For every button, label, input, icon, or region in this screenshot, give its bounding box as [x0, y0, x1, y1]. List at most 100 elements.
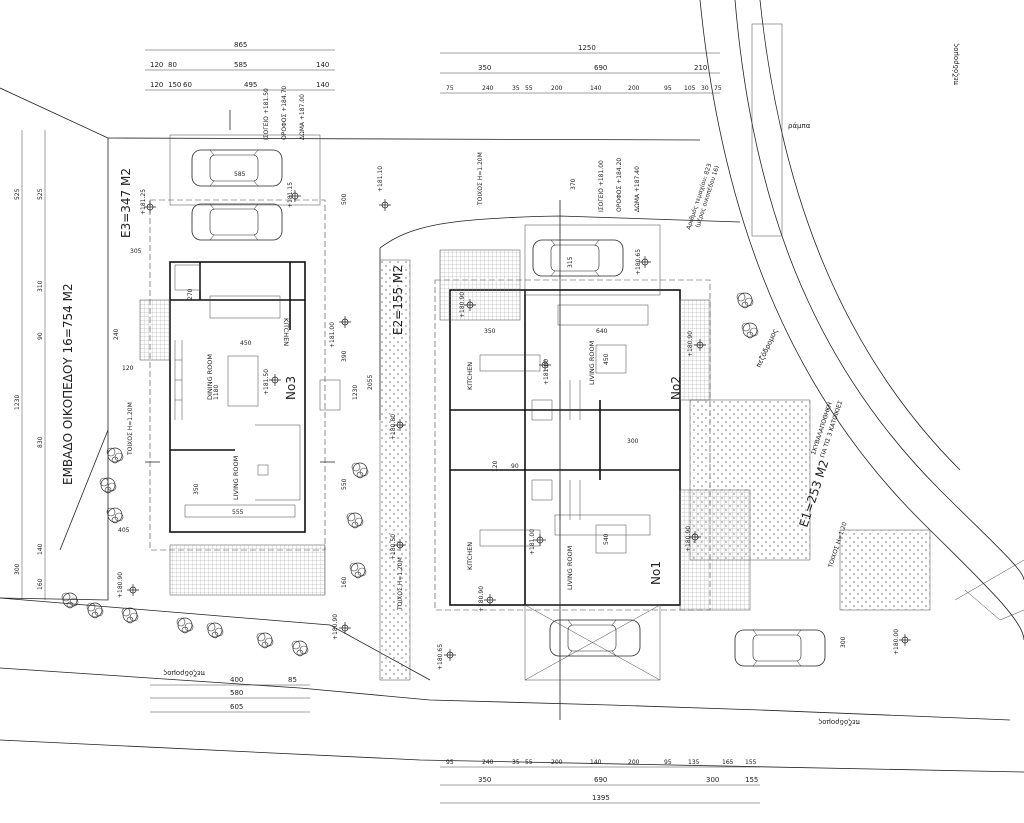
dim-inner-7: 120 — [122, 365, 134, 372]
dim-inner-21: 2055 — [367, 375, 374, 390]
dim-top-left-total: 865 — [234, 41, 247, 49]
elev-16: +180.90 — [332, 614, 339, 640]
elev-3: +181.10 — [377, 166, 384, 192]
dim-br-r2-2: 300 — [706, 776, 719, 784]
dim-tr-r3-8: 105 — [684, 85, 696, 92]
dim-br-r1-4: 200 — [551, 759, 563, 766]
sidewalk-label-bottom-left: πεζόδρομος — [163, 669, 205, 677]
dim-tl-r2-0: 120 — [150, 61, 163, 69]
dim-inner-0: 305 — [130, 248, 142, 255]
elev-7: +181.50 — [263, 369, 270, 395]
dim-tl-r2-1: 80 — [168, 61, 177, 69]
elev-9: +180.90 — [687, 331, 694, 357]
dim-inner-19: 585 — [234, 171, 246, 178]
dim-br-r1-2: 35 — [512, 759, 520, 766]
dim-top-right-total: 1250 — [578, 44, 596, 52]
dim-tr-r2-0: 350 — [478, 64, 491, 72]
dim-tl-r2-2: 585 — [234, 61, 247, 69]
dim-tr-r3-3: 55 — [525, 85, 533, 92]
dim-tl-r3-4: 140 — [316, 81, 329, 89]
dim-br-r2-0: 350 — [478, 776, 491, 784]
sidewalk-label-right-top: πεζόδρομος — [952, 43, 960, 85]
dim-br-r1-0: 95 — [446, 759, 454, 766]
dim-left-4: 830 — [37, 436, 44, 448]
dim-bl-3: 605 — [230, 703, 243, 711]
dim-left-8: 90 — [37, 332, 44, 340]
dim-left-5: 300 — [14, 563, 21, 575]
dim-tl-r3-1: 150 — [168, 81, 181, 89]
dim-inner-16: 370 — [570, 178, 577, 190]
dim-inner-10: 640 — [596, 328, 608, 335]
level-right-1: ΙΣΟΓΕΙΟ +181.00 — [598, 160, 605, 212]
dim-left-1: 525 — [37, 188, 44, 200]
dim-br-r1-10: 155 — [745, 759, 757, 766]
dim-inner-15: 90 — [511, 463, 519, 470]
level-left-3: ΔΩΜΑ +187.00 — [299, 94, 306, 140]
dim-br-r2-3: 155 — [745, 776, 758, 784]
road-kerb — [751, 23, 1024, 621]
dim-inner-9: 350 — [484, 328, 496, 335]
dim-br-r2-1: 690 — [594, 776, 607, 784]
labels: ΕΜΒΑΔΟ ΟΙΚΟΠΕΔΟΥ 16=754 M2 E3=347 M2 E2=… — [61, 43, 960, 726]
unit-1-number: No1 — [649, 561, 663, 585]
dimension-numbers: 865 120 80 585 140 120 150 60 495 140 12… — [14, 41, 847, 802]
wall-label-a: ΤΟΙΧΟΣ Η=1.20Μ — [477, 152, 484, 206]
living-label-3: LIVING ROOM — [232, 456, 240, 500]
unit-2-area-label: E2=155 M2 — [391, 265, 405, 335]
dim-tr-r3-7: 95 — [664, 85, 672, 92]
dim-inner-5: 555 — [232, 509, 244, 516]
level-right-2: ΟΡΟΦΟΣ +184.20 — [616, 158, 623, 212]
elev-8: +180.80 — [390, 414, 397, 440]
dim-tr-r3-9: 30 — [701, 85, 709, 92]
level-right-3: ΔΩΜΑ +187.40 — [634, 166, 641, 212]
elev-10: +181.00 — [543, 359, 550, 385]
kitchen-label-1: KITCHEN — [466, 542, 474, 570]
dim-br-r1-9: 165 — [722, 759, 734, 766]
level-left-2: ΟΡΟΦΟΣ +184.70 — [281, 86, 288, 140]
dim-tr-r3-0: 75 — [446, 85, 454, 92]
elev-11: +180.50 — [390, 534, 397, 560]
sidewalk-label-bottom-right: πεζόδρομος — [818, 718, 860, 726]
dim-inner-13: 540 — [603, 533, 610, 545]
ramp-label: ράμπα — [788, 122, 811, 130]
plot-boundary — [0, 87, 1024, 773]
elev-17: +180.65 — [437, 644, 444, 670]
dimension-lines — [21, 49, 760, 804]
dim-bl-0: 400 — [230, 676, 243, 684]
dim-br-r1-7: 95 — [664, 759, 672, 766]
unit-2-number: No2 — [669, 376, 683, 400]
dim-inner-11: 450 — [603, 353, 610, 365]
dim-left-9: 240 — [113, 328, 120, 340]
wall-label-b: ΤΟΙΧΟΣ Η=1.20Μ — [127, 402, 134, 456]
unit-3-building — [139, 134, 341, 596]
dim-inner-14: 120 — [492, 460, 499, 472]
dim-br-r1-5: 140 — [590, 759, 602, 766]
dim-bl-1: 85 — [288, 676, 297, 684]
dim-tl-r3-3: 495 — [244, 81, 257, 89]
unit-3-area-label: E3=347 M2 — [119, 168, 133, 238]
elev-1: +181.25 — [140, 189, 147, 215]
dim-br-r1-1: 240 — [482, 759, 494, 766]
dim-br-r1-3: 55 — [525, 759, 533, 766]
elev-4: +180.65 — [635, 249, 642, 275]
wall-label-c: ΤΟΙΧΟΣ Η=1.20Μ — [397, 557, 404, 611]
dim-inner-12: 300 — [627, 438, 639, 445]
dim-inner-1: 270 — [187, 288, 194, 300]
elev-5: +180.90 — [459, 292, 466, 318]
section-markers — [145, 110, 561, 720]
dim-tr-r3-10: 75 — [714, 85, 722, 92]
dim-tr-r3-4: 200 — [551, 85, 563, 92]
elev-13: +181.00 — [529, 529, 536, 555]
dim-left-2: 310 — [37, 280, 44, 292]
dim-bl-2: 580 — [230, 689, 243, 697]
dim-inner-17: 550 — [341, 478, 348, 490]
dim-tl-r3-2: 60 — [183, 81, 192, 89]
kitchen-label-3: KITCHEN — [282, 318, 290, 346]
dim-tr-r3-5: 140 — [590, 85, 602, 92]
dim-inner-6: 405 — [118, 527, 130, 534]
living-label-2: LIVING ROOM — [588, 341, 596, 385]
dim-inner-23: 390 — [341, 350, 348, 362]
dim-left-0: 525 — [14, 188, 21, 200]
elev-2: +181.15 — [287, 182, 294, 208]
